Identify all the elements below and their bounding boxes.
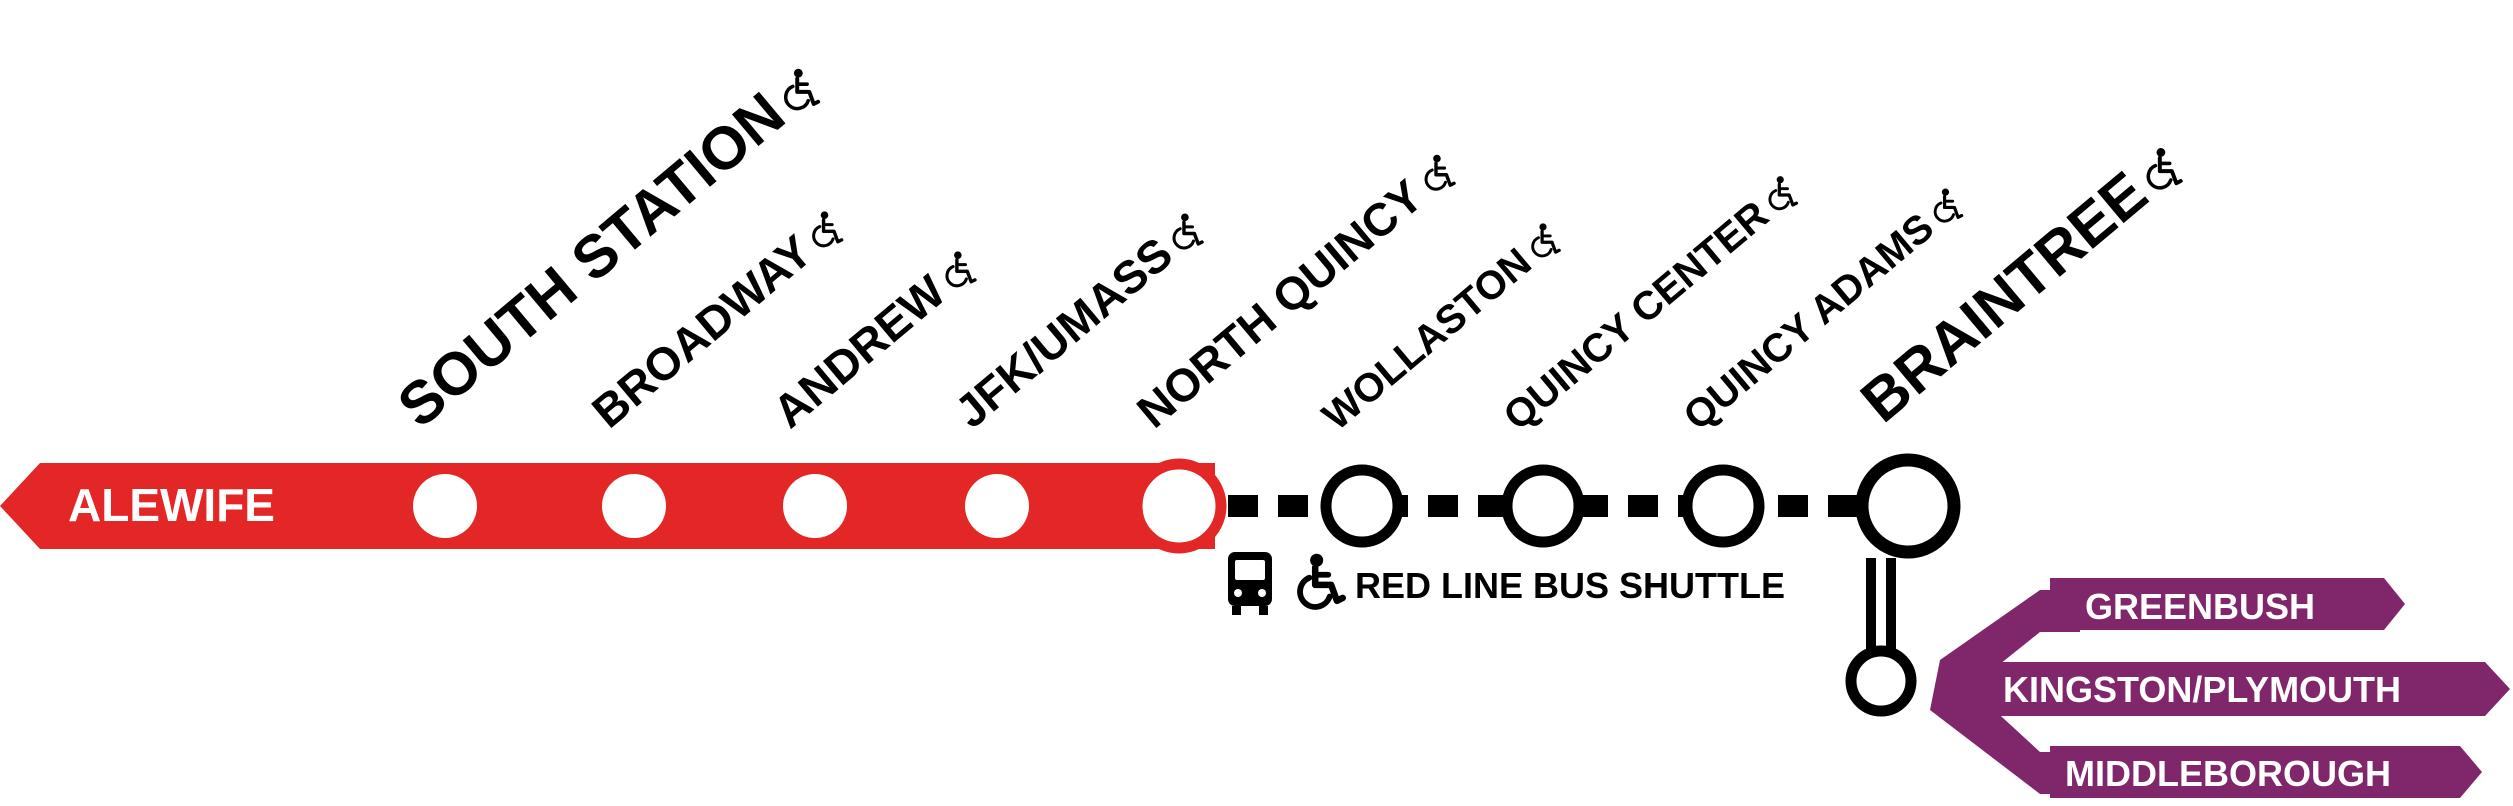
station-dot-wollaston [1320,464,1404,548]
commuter-rail-branches: GREENBUSH KINGSTON/PLYMOUTH MIDDLEBOROUG… [1930,578,2510,798]
station-dot-quincy-adams [1681,464,1765,548]
branch-middleborough [2050,746,2482,798]
wheelchair-icon [945,250,977,288]
wheelchair-icon [811,210,844,248]
shuttle-caption: RED LINE BUS SHUTTLE [1228,552,1785,615]
station-dot-braintree [1855,453,1961,559]
station-dot-north-quincy [1131,458,1227,554]
station-dot-quincy-center [1501,464,1585,548]
station-dot-broadway [602,474,666,538]
branch-label-kingston-plymouth: KINGSTON/PLYMOUTH [2003,669,2401,710]
braintree-commuter-rail-stop [1845,645,1917,717]
station-name-andrew: ANDREW [763,264,955,437]
wheelchair-icon [1172,212,1204,250]
wheelchair-icon [1933,187,1964,223]
station-dot-andrew [783,474,847,538]
station-dot-jfk-umass [965,474,1029,538]
station-label-braintree: BRAINTREE [1848,146,2183,435]
station-name-braintree: BRAINTREE [1848,159,2159,435]
station-label-quincy-center: QUINCY CENTER [1496,175,1799,439]
wheelchair-icon [1768,175,1799,211]
branch-greenbush [2050,578,2405,630]
shuttle-label: RED LINE BUS SHUTTLE [1355,565,1785,606]
station-label-north-quincy: NORTH QUINCY [1127,153,1456,438]
wheelchair-icon [1531,222,1561,258]
braintree-connector-inner [1876,558,1886,678]
terminus-label-alewife: ALEWIFE [68,479,275,531]
branch-kingston-plymouth [1980,662,2510,716]
wheelchair-icon [1424,153,1456,191]
station-dot-south-station [413,474,477,538]
bus-icon [1228,552,1272,615]
wheelchair-icon [2146,146,2183,190]
branch-label-middleborough: MIDDLEBOROUGH [2065,753,2391,794]
wheelchair-icon [783,67,821,111]
branch-label-greenbush: GREENBUSH [2085,586,2315,627]
station-name-south-station: SOUTH STATION [385,79,797,440]
wheelchair-icon [1300,554,1343,607]
